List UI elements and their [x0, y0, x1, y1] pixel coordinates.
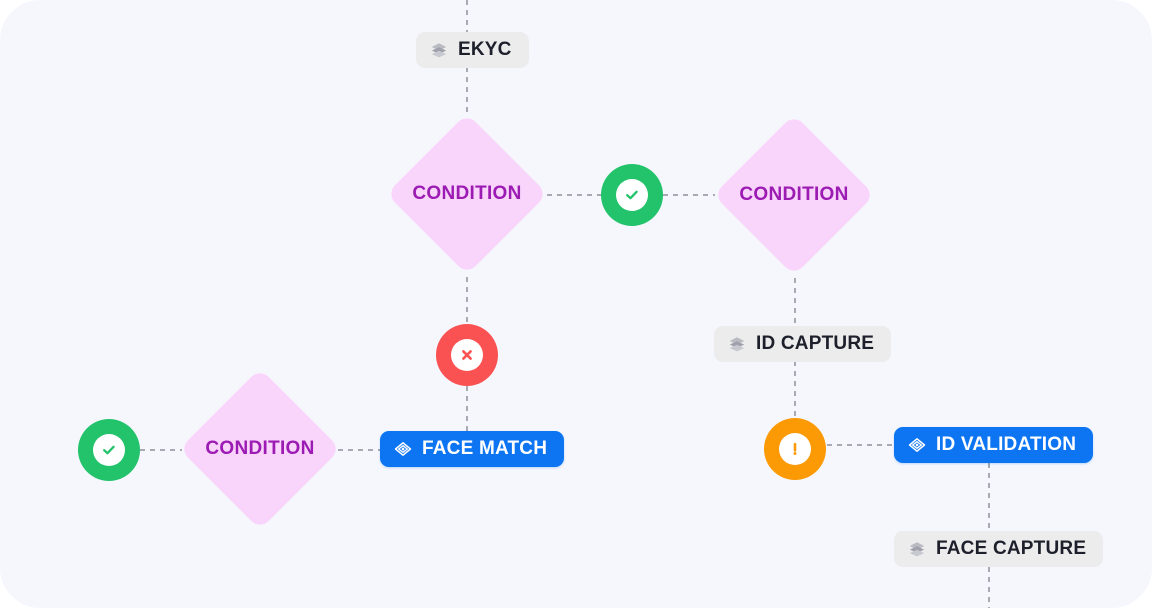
node-ekyc[interactable]: EKYC	[416, 32, 529, 68]
node-condition-top-right[interactable]: CONDITION	[713, 114, 875, 276]
face-scan-icon	[393, 439, 413, 459]
x-circle-icon	[462, 350, 472, 360]
node-face-capture[interactable]: FACE CAPTURE	[894, 531, 1104, 567]
status-warning-right[interactable]	[764, 418, 826, 480]
connector-success-to-condition	[663, 194, 715, 196]
layers-icon	[907, 539, 927, 559]
connector-error-to-face-match	[466, 386, 468, 431]
status-error-center[interactable]	[436, 324, 498, 386]
connector-condition-to-error	[466, 277, 468, 325]
status-inner	[616, 179, 648, 211]
layers-icon	[429, 40, 449, 60]
face-scan-icon	[907, 435, 927, 455]
connector-top-to-ekyc	[466, 0, 468, 32]
status-success-left[interactable]	[78, 419, 140, 481]
connector-face-capture-down	[988, 567, 990, 608]
node-face-capture-label: FACE CAPTURE	[936, 538, 1087, 559]
exclamation-circle-icon	[793, 442, 797, 455]
connector-ekyc-to-condition	[466, 67, 468, 112]
check-circle-icon	[626, 190, 638, 200]
layers-icon	[727, 334, 747, 354]
node-condition-bottom-left[interactable]: CONDITION	[179, 368, 341, 530]
node-face-match-label: FACE MATCH	[422, 438, 548, 459]
status-inner	[93, 434, 125, 466]
connector-warning-to-id-validation	[827, 444, 895, 446]
connector-id-capture-to-warning	[794, 361, 796, 418]
check-circle-icon	[103, 445, 115, 455]
node-ekyc-label: EKYC	[458, 39, 512, 60]
node-id-capture-label: ID CAPTURE	[756, 333, 875, 354]
connector-success-left-to-condition	[140, 449, 182, 451]
status-success-center[interactable]	[601, 164, 663, 226]
node-condition-top-left[interactable]: CONDITION	[386, 113, 548, 275]
connector-condition-to-id-capture	[794, 278, 796, 326]
connector-id-validation-to-face-capture	[988, 463, 990, 531]
node-condition-bottom-left-label: CONDITION	[205, 438, 315, 459]
node-condition-top-right-label: CONDITION	[739, 184, 849, 205]
status-inner	[779, 433, 811, 465]
node-id-validation-label: ID VALIDATION	[936, 434, 1077, 455]
status-inner	[451, 339, 483, 371]
connector-condition-to-success	[547, 194, 602, 196]
node-condition-top-left-label: CONDITION	[412, 183, 522, 204]
node-id-validation[interactable]: ID VALIDATION	[894, 427, 1094, 463]
node-id-capture[interactable]: ID CAPTURE	[714, 326, 892, 362]
node-face-match[interactable]: FACE MATCH	[380, 431, 565, 467]
connector-condition-to-face-match	[338, 449, 380, 451]
